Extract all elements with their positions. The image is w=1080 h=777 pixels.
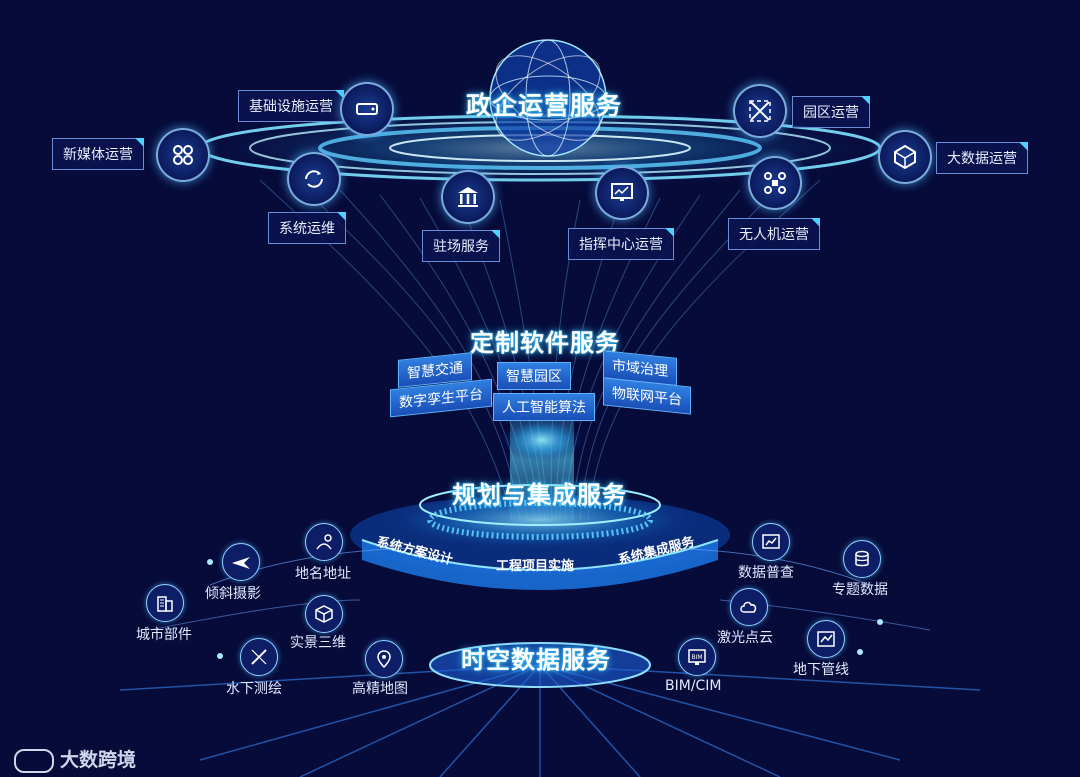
label-underground-pipeline: 地下管线 [793, 659, 849, 679]
box-onsite-service: 驻场服务 [422, 230, 500, 262]
pin-path-icon [305, 523, 343, 561]
label-bim-cim: BIM/CIM [665, 678, 722, 694]
label-place-address: 地名地址 [295, 563, 351, 583]
monitor-icon [595, 166, 649, 220]
tile-smart-park: 智慧园区 [497, 362, 571, 390]
label-real-3d: 实景三维 [290, 632, 346, 652]
bim-icon: BIM [678, 638, 716, 676]
cloud-icon [730, 588, 768, 626]
box-command-center: 指挥中心运营 [568, 228, 674, 260]
database-icon [843, 540, 881, 578]
box-infrastructure: 基础设施运营 [238, 90, 344, 122]
planning-title: 规划与集成服务 [452, 475, 627, 510]
cycle-icon [287, 152, 341, 206]
pipeline-icon [807, 620, 845, 658]
box-park-ops: 园区运营 [792, 96, 870, 128]
ruler-icon [240, 638, 278, 676]
software-title: 定制软件服务 [470, 323, 620, 358]
bank-icon [441, 170, 495, 224]
label-hd-map: 高精地图 [352, 678, 408, 698]
box-new-media: 新媒体运营 [52, 138, 144, 170]
building-icon [146, 584, 184, 622]
watermark-logo: 大数跨境 [14, 745, 136, 773]
drone-icon [748, 156, 802, 210]
box-system-ops: 系统运维 [268, 212, 346, 244]
cube-icon [878, 130, 932, 184]
label-lidar-cloud: 激光点云 [717, 627, 773, 647]
label-oblique-photo: 倾斜摄影 [205, 583, 261, 603]
svg-text:BIM: BIM [691, 654, 702, 661]
network-icon [156, 128, 210, 182]
tile-ai-algorithm: 人工智能算法 [493, 393, 595, 421]
spatial-title: 时空数据服务 [461, 640, 611, 675]
label-data-census: 数据普查 [738, 562, 794, 582]
map-pin-icon [365, 640, 403, 678]
watermark-text: 大数跨境 [60, 749, 136, 771]
planning-item-implementation: 工程项目实施 [496, 555, 574, 574]
server-icon [340, 82, 394, 136]
box-drone-ops: 无人机运营 [728, 218, 820, 250]
label-thematic-data: 专题数据 [832, 579, 888, 599]
label-city-components: 城市部件 [136, 624, 192, 644]
chart-icon [752, 523, 790, 561]
airplane-icon [222, 543, 260, 581]
logo-mark-icon [14, 749, 54, 773]
top-title: 政企运营服务 [466, 86, 622, 122]
cube3d-icon [305, 595, 343, 633]
box-big-data: 大数据运营 [936, 142, 1028, 174]
park-icon [733, 84, 787, 138]
label-underwater-survey: 水下测绘 [226, 678, 282, 698]
